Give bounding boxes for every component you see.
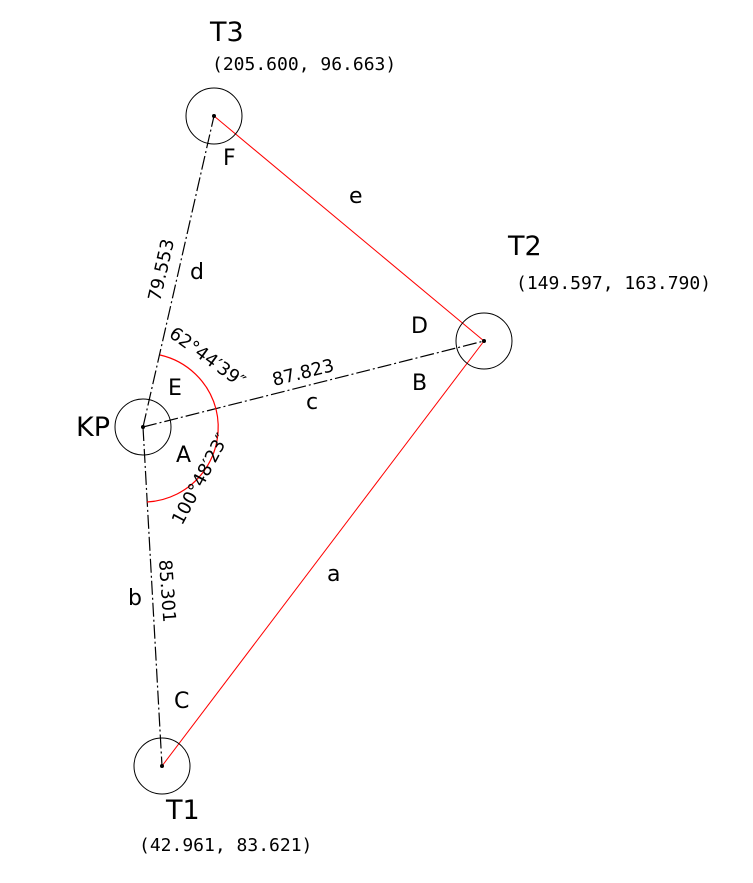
angle-arc-upper [159,354,217,410]
angle-label-B: B [412,371,427,396]
angle-arc-lower [146,408,219,503]
station-t1-coords: (42.961, 83.621) [139,835,312,856]
edge-e-t2-t3 [213,115,485,342]
ray-kp-t1 [142,426,163,767]
station-kp-label: KP [76,412,110,443]
station-kp-marker[interactable] [114,398,172,456]
station-t1-marker[interactable] [133,737,191,795]
angle-label-A: A [176,443,191,468]
station-t3-label: T3 [209,17,244,48]
angle-label-E: E [168,376,182,401]
station-t2-marker[interactable] [455,312,513,370]
angle-label-F: F [223,146,236,171]
side-label-b: b [128,586,142,611]
side-label-e: e [349,184,363,209]
side-label-a: a [327,562,340,587]
ray-kp-t3 [142,115,215,428]
side-label-c: c [306,390,318,415]
station-t2-coords: (149.597, 163.790) [516,273,711,294]
edge-a-t1-t2 [161,340,485,767]
distance-kp-t2: 87.823 [270,355,336,391]
distance-kp-t1: 85.301 [154,559,179,623]
angle-label-C: C [174,689,189,714]
ray-kp-t2 [142,340,485,428]
station-t1-label: T1 [165,795,200,826]
side-label-d: d [190,260,204,285]
station-t3-marker[interactable] [185,87,243,145]
angle-label-D: D [411,314,428,339]
station-t2-label: T2 [507,231,542,262]
station-t3-coords: (205.600, 96.663) [212,54,396,75]
